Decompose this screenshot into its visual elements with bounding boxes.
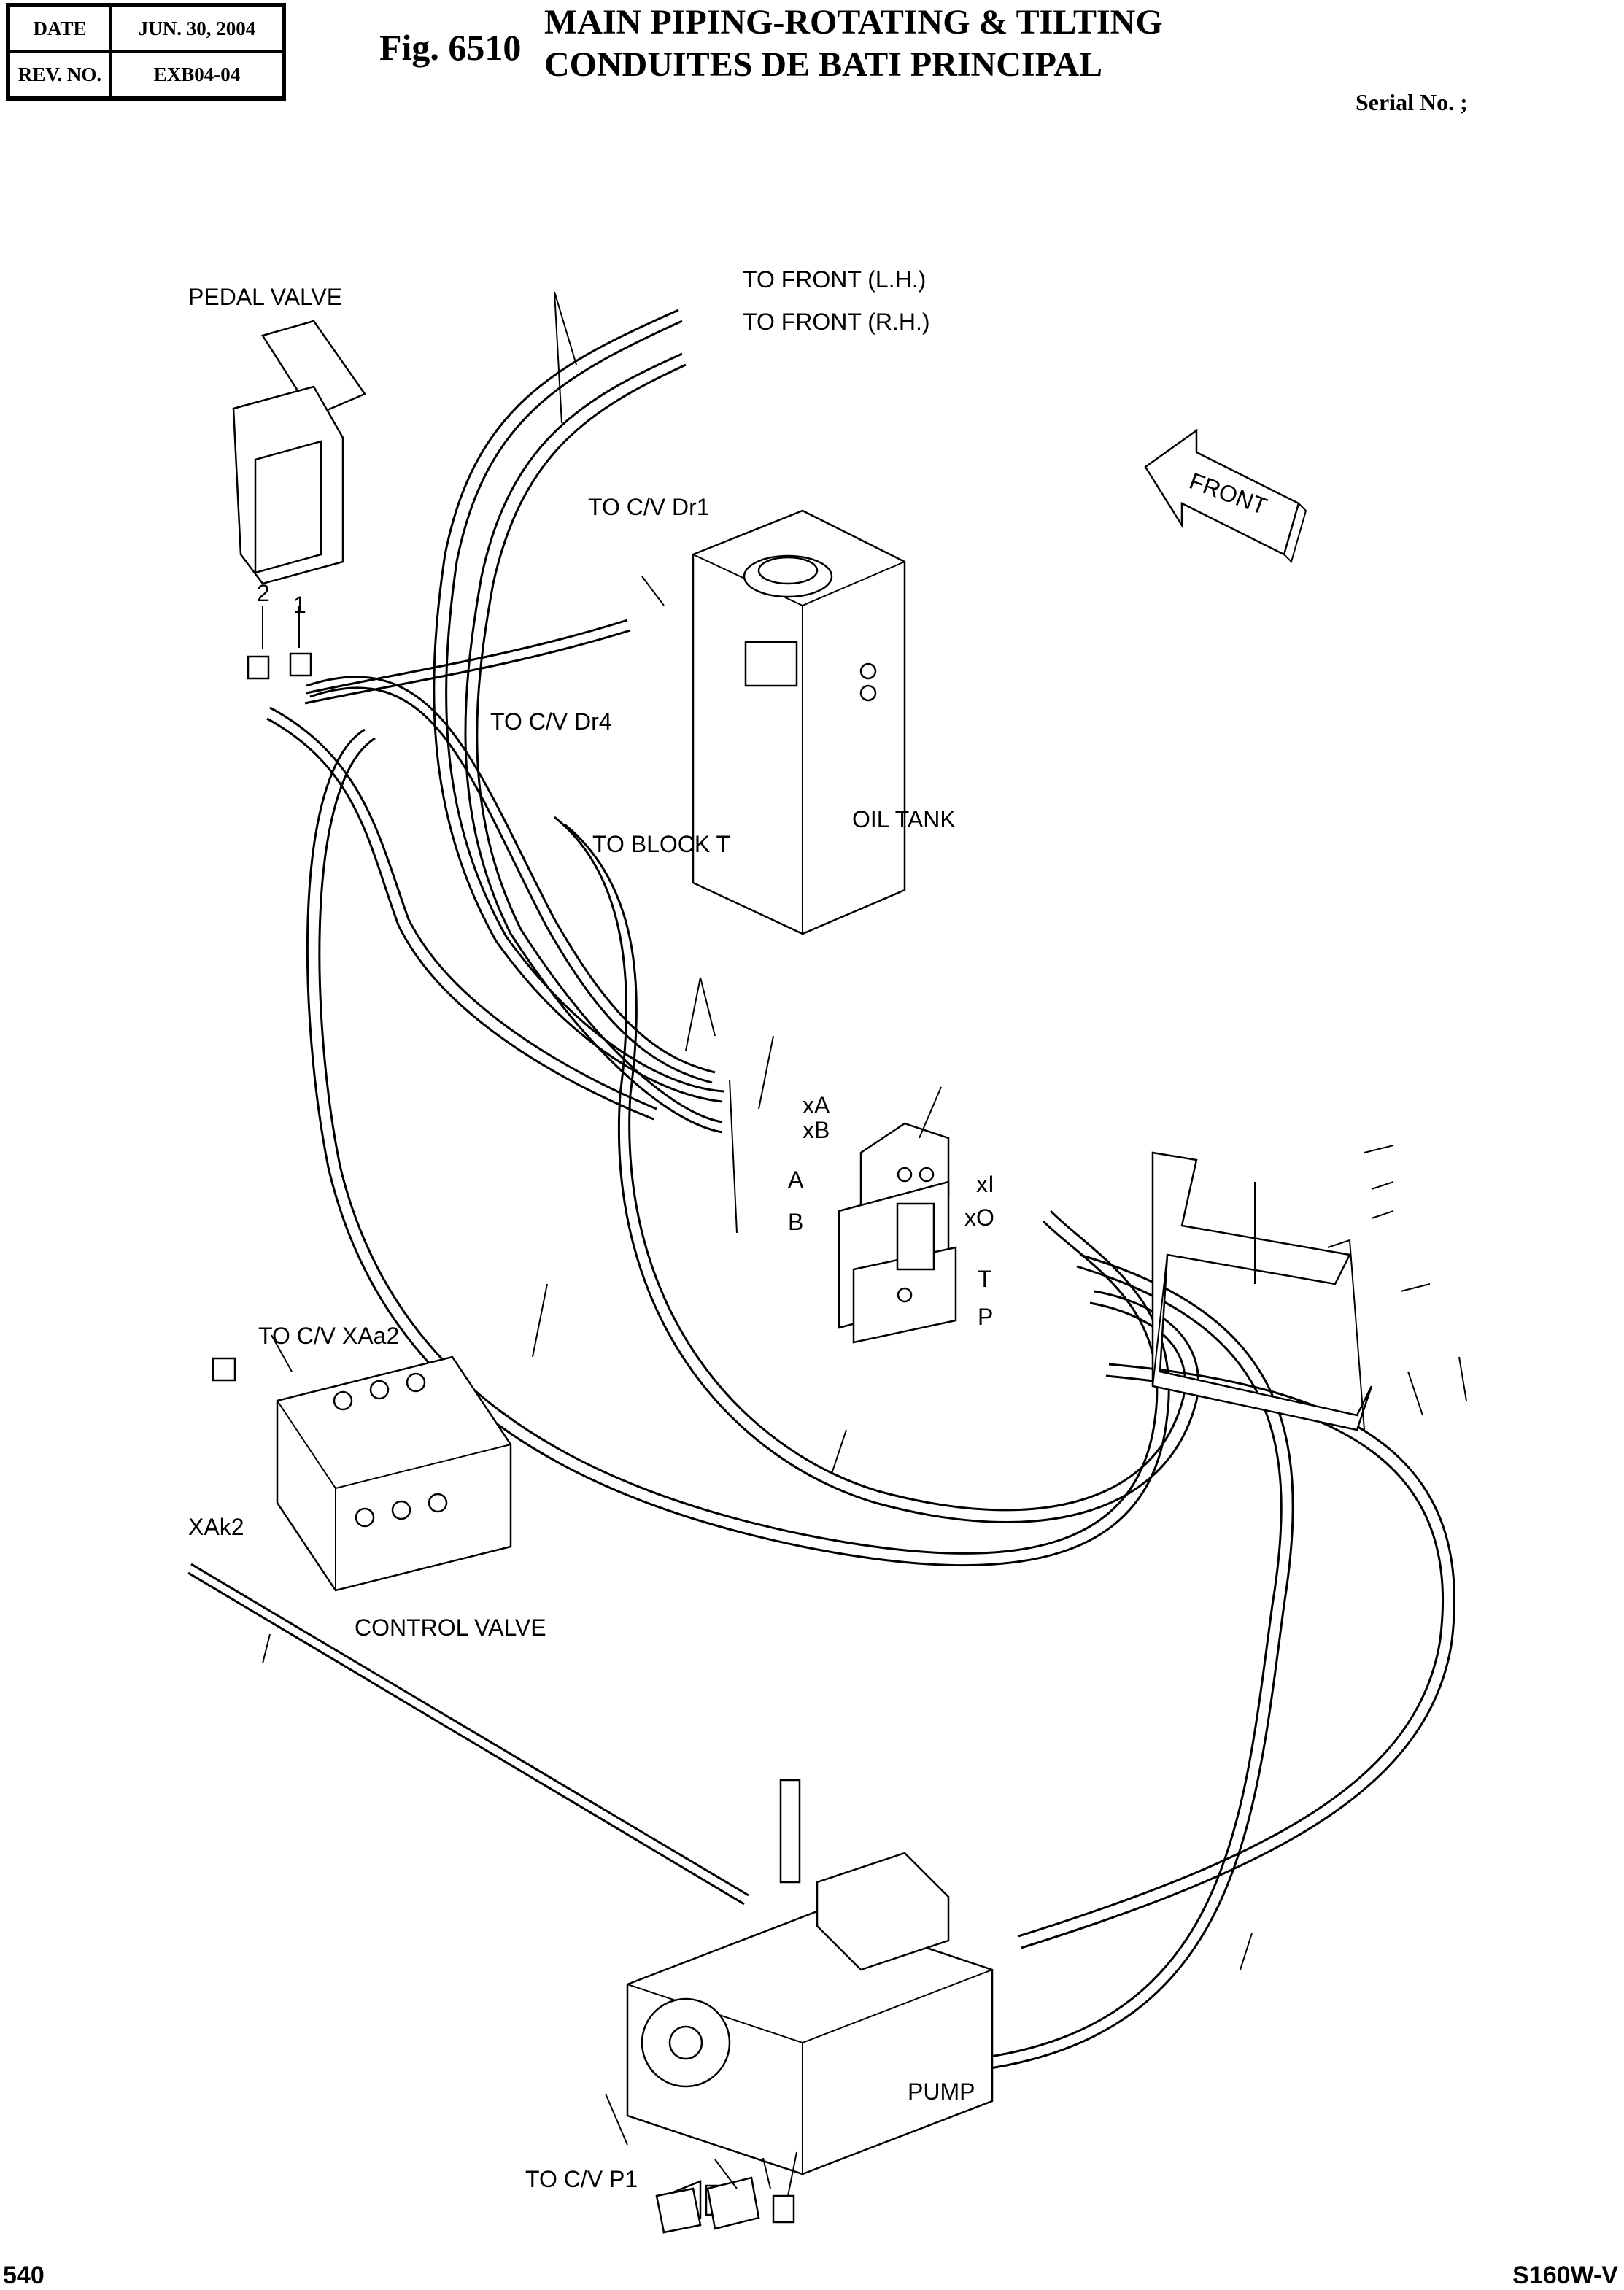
hose-front-rh xyxy=(464,352,723,1134)
pump xyxy=(626,1779,994,2234)
rev-value: EXB04-04 xyxy=(111,52,283,98)
hose-pedal-1 xyxy=(306,676,716,1074)
label-control-valve: CONTROL VALVE xyxy=(355,1614,546,1641)
label-p: P xyxy=(978,1304,993,1330)
header-table: DATE JUN. 30, 2004 REV. NO. EXB04-04 xyxy=(6,3,286,101)
label-port-1: 1 xyxy=(293,592,306,618)
hose-to-pump-1 xyxy=(962,1253,1294,2073)
hose-front-lh-inner xyxy=(445,320,724,1093)
date-label: DATE xyxy=(9,6,111,52)
label-pedal-valve: PEDAL VALVE xyxy=(188,284,342,310)
label-to-block-t: TO BLOCK T xyxy=(592,831,730,857)
label-xb: xB xyxy=(803,1117,830,1143)
label-to-cv-p1: TO C/V P1 xyxy=(525,2166,638,2192)
label-oil-tank: OIL TANK xyxy=(852,806,956,832)
label-pump: PUMP xyxy=(908,2078,975,2105)
hose-pedal-1-inner xyxy=(309,686,713,1084)
hose-xak2 xyxy=(187,1571,745,1906)
figure-number: Fig. 6510 xyxy=(379,27,522,68)
hose-front-lh xyxy=(433,309,723,1103)
bracket xyxy=(1151,1151,1373,1431)
label-xo: xO xyxy=(964,1204,994,1231)
hose-pedal-2-inner xyxy=(266,717,654,1121)
hose-dr1 xyxy=(306,619,628,695)
label-xa: xA xyxy=(803,1092,830,1118)
front-arrow xyxy=(1144,428,1307,563)
label-to-front-rh: TO FRONT (R.H.) xyxy=(743,309,930,335)
hose-front-rh-inner xyxy=(476,363,723,1123)
control-valve xyxy=(212,1355,512,1592)
label-t: T xyxy=(978,1266,992,1292)
p1-flange xyxy=(605,2093,795,2234)
label-to-cv-dr4: TO C/V Dr4 xyxy=(490,708,612,735)
oil-tank xyxy=(692,509,906,935)
pedal-valve xyxy=(232,320,366,680)
label-a: A xyxy=(788,1167,804,1193)
label-port-2: 2 xyxy=(257,580,270,606)
hose-to-pump-2 xyxy=(1021,1363,1456,1949)
label-to-cv-dr1: TO C/V Dr1 xyxy=(588,494,710,520)
model-number: S160W-V xyxy=(1512,2262,1618,2289)
hose-to-pump-2-inner xyxy=(1018,1374,1445,1938)
rev-label: REV. NO. xyxy=(9,52,111,98)
hose-pedal-2 xyxy=(269,706,657,1110)
label-xak2: XAk2 xyxy=(188,1514,244,1540)
figure-title: MAIN PIPING-ROTATING & TILTING CONDUITES… xyxy=(544,1,1163,86)
label-to-cv-xaa2: TO C/V XAa2 xyxy=(258,1323,399,1349)
hose-xak2-inner xyxy=(190,1563,749,1897)
label-b: B xyxy=(788,1209,803,1235)
serial-number: Serial No. ; xyxy=(1356,89,1468,115)
hose-dr1-inner xyxy=(304,629,631,705)
date-value: JUN. 30, 2004 xyxy=(111,6,283,52)
page-number: 540 xyxy=(3,2262,45,2289)
title-english: MAIN PIPING-ROTATING & TILTING xyxy=(544,3,1163,42)
label-to-front-lh: TO FRONT (L.H.) xyxy=(743,266,926,293)
title-french: CONDUITES DE BATI PRINCIPAL xyxy=(544,45,1102,84)
label-xi: xI xyxy=(976,1171,994,1197)
leader-lines xyxy=(262,291,1467,2197)
hose-to-pump-1-inner xyxy=(962,1265,1283,2062)
rotating-block xyxy=(838,1122,957,1344)
